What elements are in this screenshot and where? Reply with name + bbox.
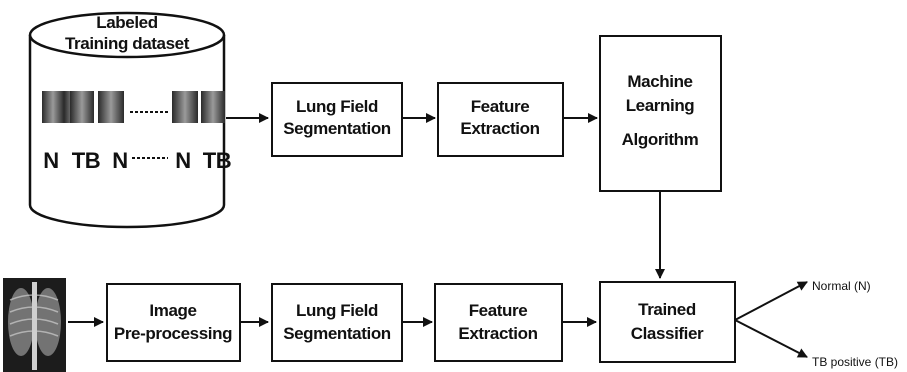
ml-line3: Algorithm	[622, 130, 699, 149]
ml-line1: Machine	[627, 72, 692, 91]
dataset-label-tb1: TB	[72, 148, 101, 173]
trained-classifier-box: Trained Classifier	[599, 281, 736, 363]
train-feature-box: Feature Extraction	[437, 82, 564, 157]
output-tb-positive-label: TB positive (TB)	[812, 355, 898, 369]
xray-thumbnail	[98, 91, 124, 123]
input-chest-xray-image	[3, 278, 66, 372]
ml-algorithm-box: Machine Learning Algorithm	[599, 35, 722, 192]
train-segmentation-line1: Lung Field	[296, 97, 378, 116]
dataset-label-n2: N	[112, 148, 128, 173]
dataset-title-line1: Labeled	[96, 13, 157, 32]
classifier-line1: Trained	[638, 300, 696, 319]
xray-thumbnail	[201, 91, 225, 123]
classifier-line2: Classifier	[631, 324, 704, 343]
xray-thumbnail	[70, 91, 94, 123]
train-feature-line1: Feature	[471, 97, 530, 116]
training-dataset-cylinder: Labeled Training dataset N TB N	[28, 11, 232, 229]
test-feature-line2: Extraction	[458, 324, 537, 343]
arrow-to-tb-positive	[734, 319, 808, 358]
dataset-label-n1: N	[43, 148, 59, 173]
test-segmentation-line2: Segmentation	[283, 324, 391, 343]
ml-line2: Learning	[626, 96, 695, 115]
dataset-title-line2: Training dataset	[65, 34, 190, 53]
preprocess-line1: Image	[149, 301, 196, 320]
test-segmentation-box: Lung Field Segmentation	[271, 283, 403, 362]
preprocess-line2: Pre-processing	[114, 324, 232, 343]
dataset-label-n3: N	[175, 148, 191, 173]
xray-thumbnail	[172, 91, 198, 123]
test-feature-line1: Feature	[469, 301, 528, 320]
test-feature-box: Feature Extraction	[434, 283, 563, 362]
arrow-to-normal	[734, 281, 808, 321]
train-feature-line2: Extraction	[460, 119, 539, 138]
preprocessing-box: Image Pre-processing	[106, 283, 241, 362]
train-segmentation-line2: Segmentation	[283, 119, 391, 138]
dataset-label-tb2: TB	[203, 148, 232, 173]
output-normal-label: Normal (N)	[812, 279, 871, 293]
test-segmentation-line1: Lung Field	[296, 301, 378, 320]
train-segmentation-box: Lung Field Segmentation	[271, 82, 403, 157]
dataset-xray-thumbnails	[42, 91, 225, 123]
